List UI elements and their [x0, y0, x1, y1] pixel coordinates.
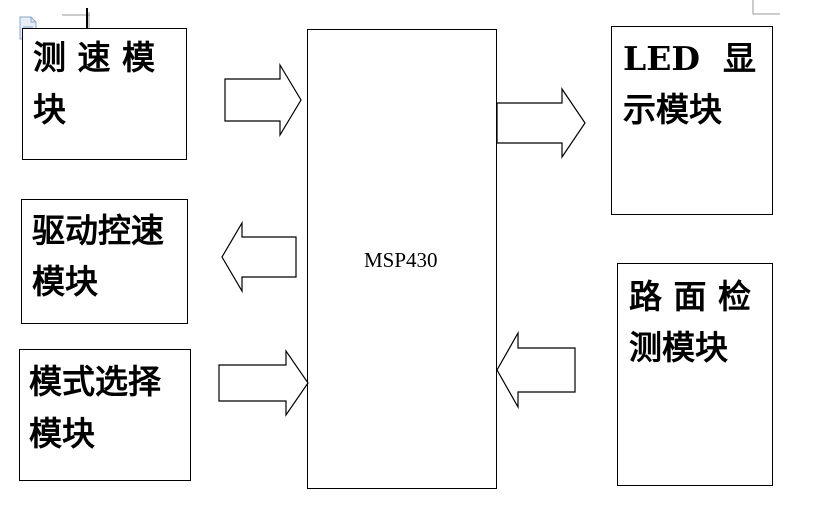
- road-detection-label-line1: 路 面 检: [629, 277, 751, 316]
- mode-select-module: [19, 349, 191, 481]
- drive-speed-label-line2: 模块: [32, 262, 98, 301]
- speed-measure-label-line2: 块: [33, 90, 66, 129]
- margin-corner-mark-right: [752, 0, 782, 24]
- road-detection-label-line2: 测模块: [629, 328, 728, 367]
- led-display-label-line2: 示模块: [623, 90, 722, 129]
- speed-measure-module: [22, 28, 187, 160]
- drive-speed-label-line1: 驱动控速: [32, 211, 164, 250]
- arrow-speed-to-mcu: [222, 62, 304, 138]
- mode-select-label-line1: 模式选择: [29, 362, 161, 401]
- text-cursor: [86, 8, 88, 38]
- arrow-road-to-mcu: [494, 330, 578, 410]
- msp430-label: MSP430: [364, 248, 438, 272]
- speed-measure-label-line1: 测 速 模: [33, 38, 155, 77]
- arrow-mcu-to-led: [494, 86, 588, 160]
- arrow-mode-to-mcu: [216, 348, 311, 418]
- drive-speed-control-module: [21, 199, 188, 324]
- led-display-label-line1: LED 显: [623, 39, 756, 78]
- led-display-module: [611, 26, 773, 215]
- road-detection-module: [617, 263, 773, 486]
- arrow-mcu-to-drive: [219, 220, 299, 295]
- mode-select-label-line2: 模块: [29, 414, 95, 453]
- msp430-controller: [307, 29, 497, 489]
